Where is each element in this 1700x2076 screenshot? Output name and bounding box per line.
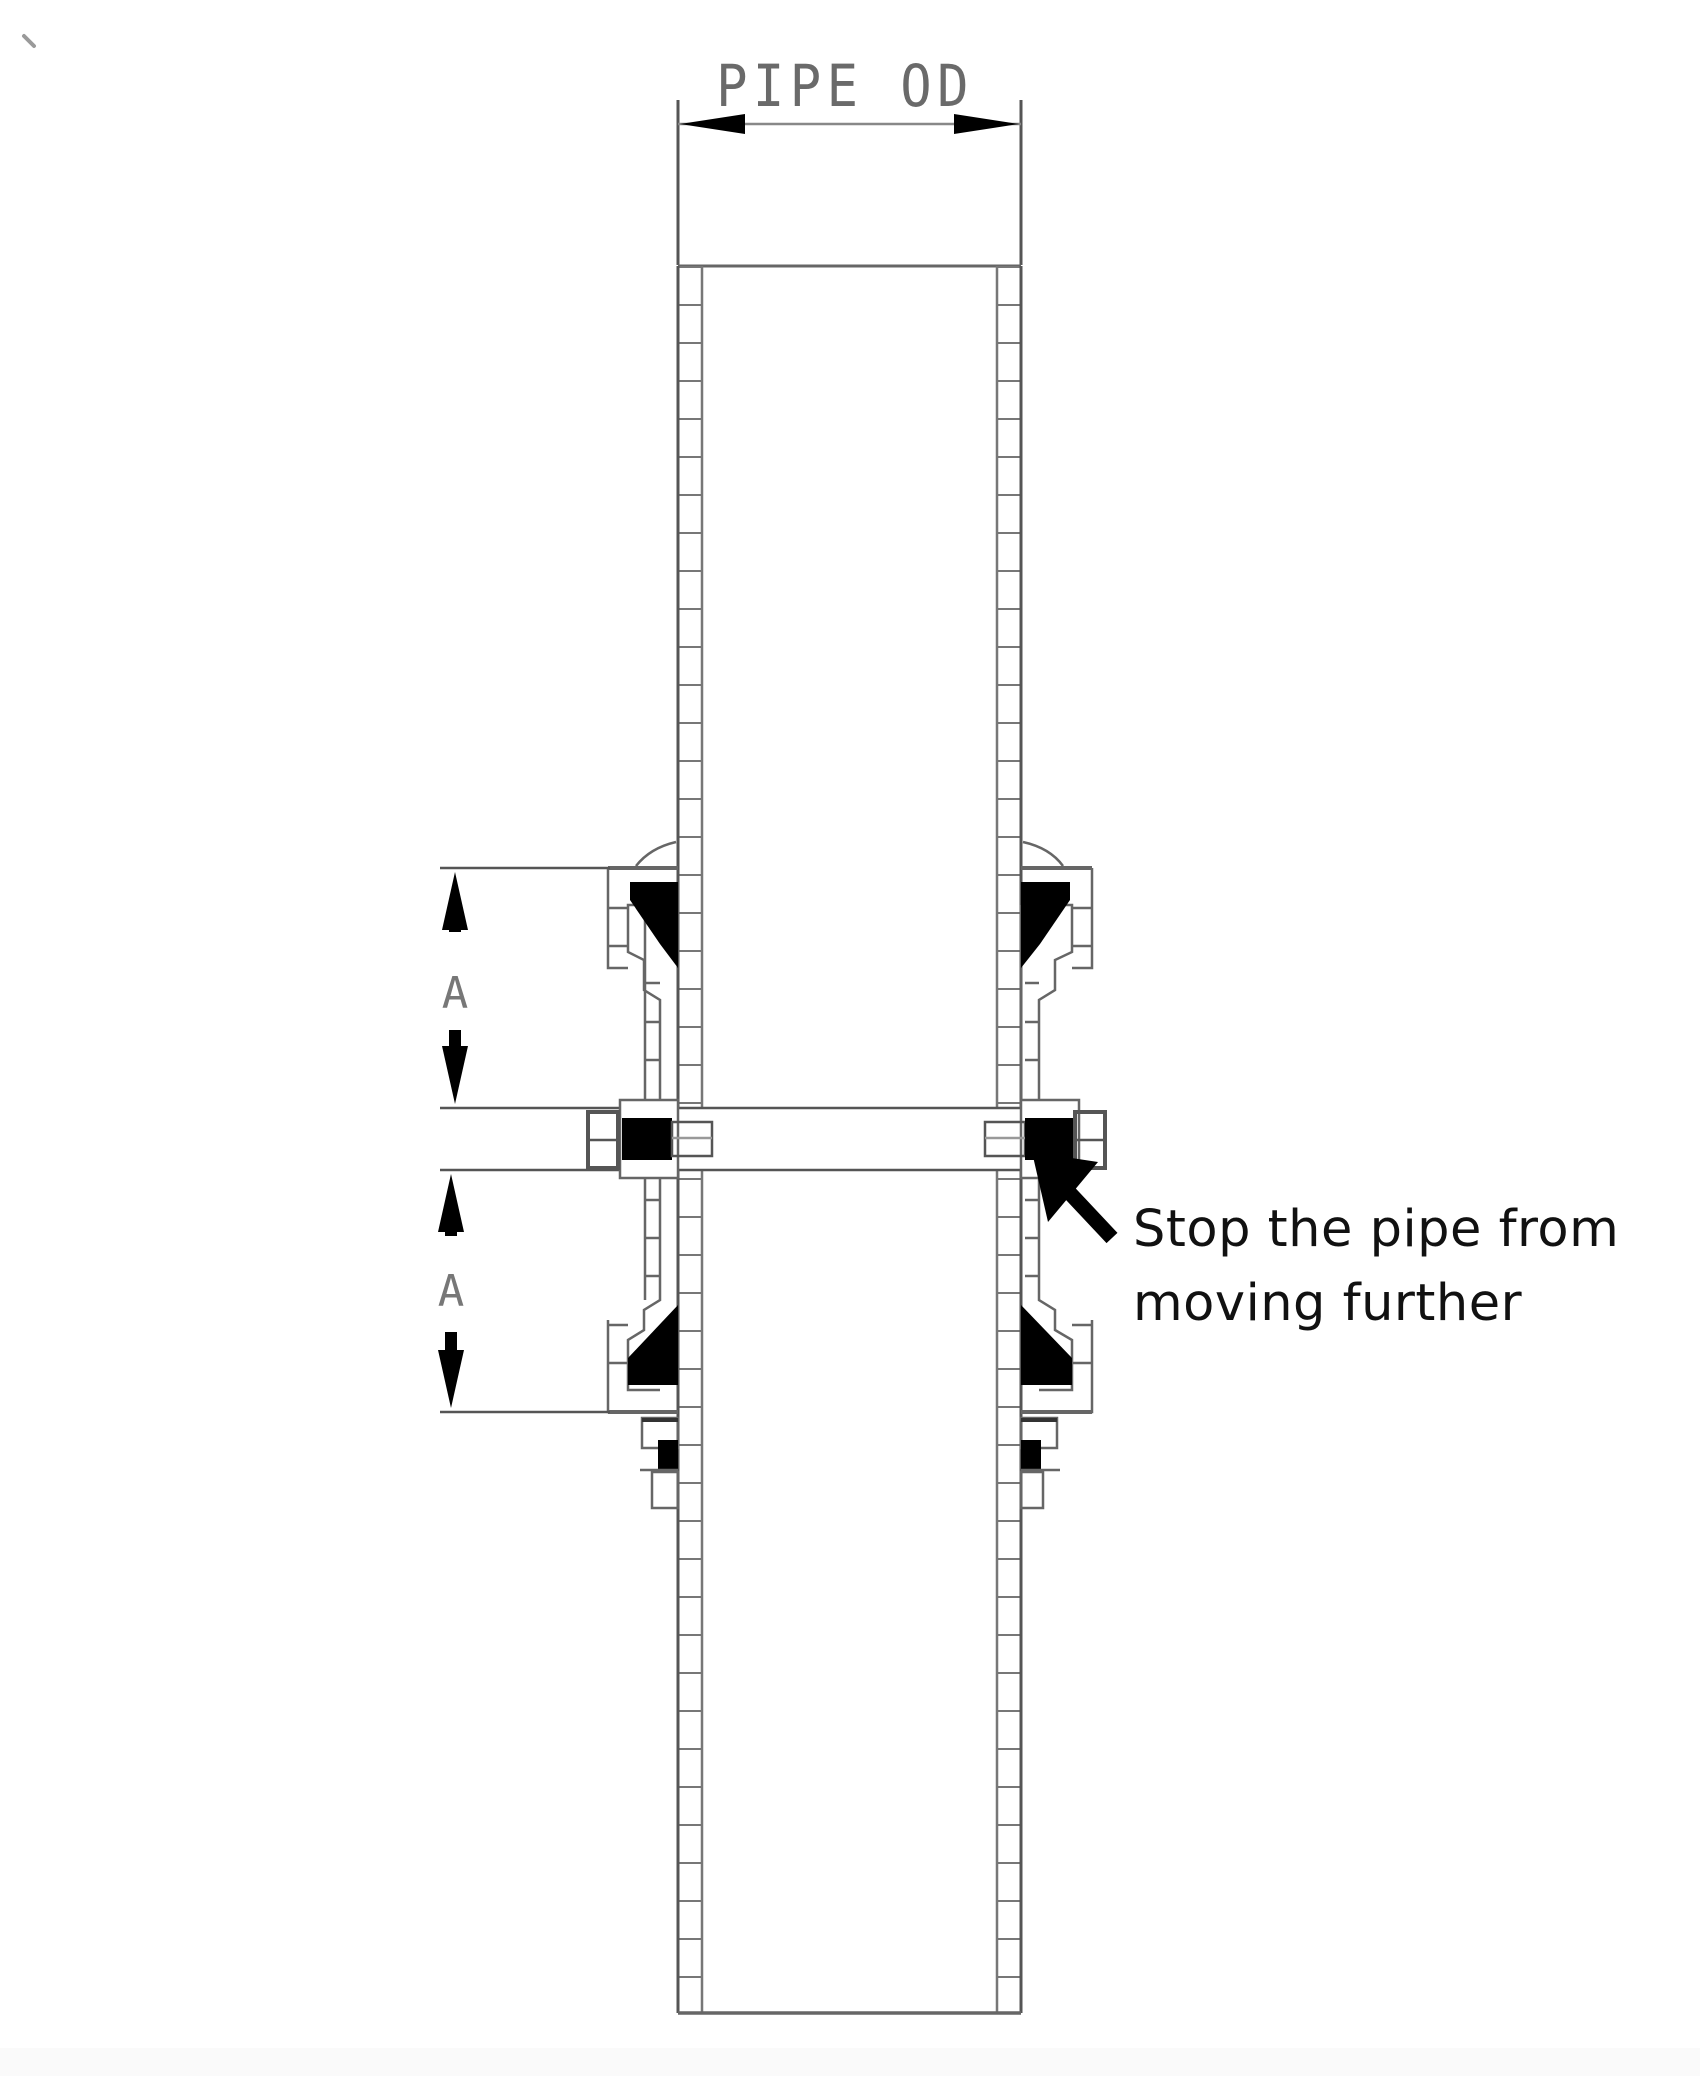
stop-annotation-text: Stop the pipe from moving further	[1133, 1193, 1673, 1341]
pipe-upper-segment	[676, 264, 1023, 1108]
stop-annotation-arrow	[1032, 1152, 1118, 1244]
left-bottom-nut	[640, 1416, 680, 1510]
annotation-line-2: moving further	[1133, 1274, 1523, 1333]
left-upper-gasket-lower	[630, 882, 678, 968]
a-lower-arrow-down	[438, 1350, 464, 1408]
od-arrow-right	[954, 114, 1019, 134]
pipe-od-dimension	[676, 100, 1023, 265]
dimension-a-lower-label: A	[437, 1266, 465, 1317]
a-upper-arrow-down	[442, 1046, 468, 1104]
left-lower-gasket	[628, 1305, 678, 1385]
a-lower-arrow-up	[438, 1174, 464, 1232]
dimension-a-upper	[440, 866, 610, 1104]
right-lower-gasket	[1021, 1305, 1072, 1385]
left-stop-bolt	[586, 1110, 714, 1170]
dimension-a-lower	[438, 1174, 610, 1414]
annotation-line-1: Stop the pipe from	[1133, 1200, 1620, 1259]
right-bottom-nut	[1019, 1416, 1060, 1510]
pipe-lower-segment	[676, 1170, 1023, 2015]
a-upper-arrow-up	[442, 872, 468, 930]
right-upper-gasket-fill	[1021, 882, 1070, 968]
coupling-gap-band	[440, 1106, 1030, 1172]
pipe-od-label: PIPE OD	[716, 52, 974, 120]
dimension-a-upper-label: A	[441, 968, 469, 1019]
bottom-border-strip	[0, 2048, 1700, 2076]
stray-mark	[22, 34, 36, 48]
od-arrow-left	[680, 114, 745, 134]
